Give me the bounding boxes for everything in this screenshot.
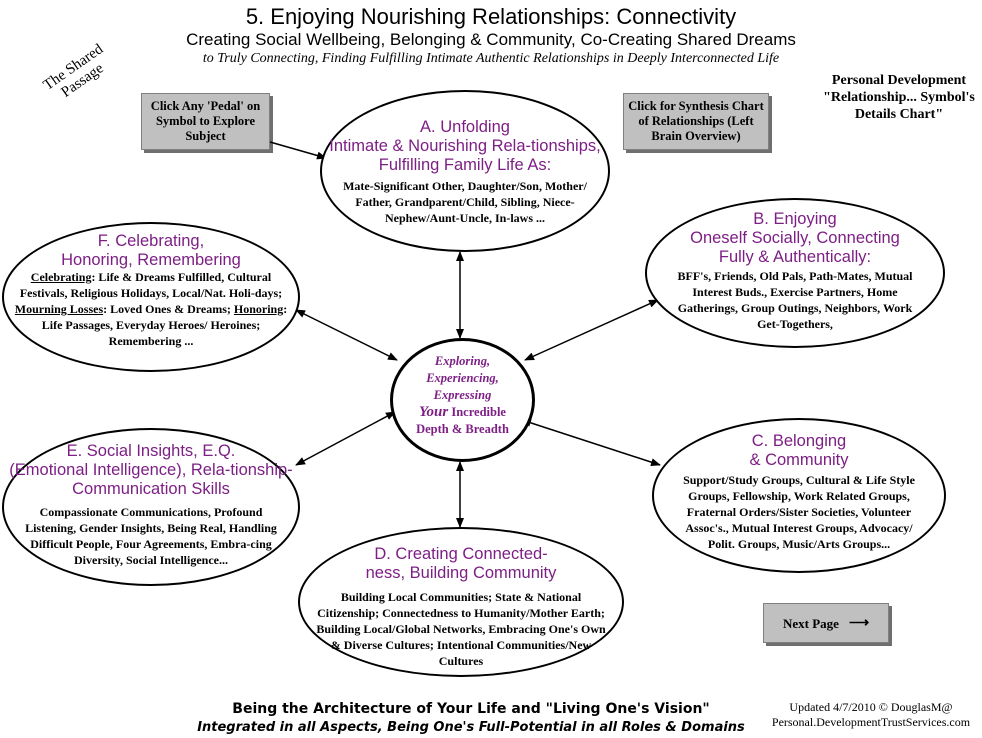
hub-incredible: Incredible — [451, 405, 506, 419]
petal-a-heading: A. Unfolding Intimate & Nourishing Rela-… — [329, 118, 601, 174]
hub-line-your: Your Incredible — [393, 404, 532, 421]
arrow-hub-b — [524, 299, 659, 361]
petal-b-heading: B. Enjoying Oneself Socially, Connecting… — [690, 210, 900, 266]
hub-line-experiencing: Experiencing, — [426, 371, 499, 385]
honoring-label: Honoring — [233, 302, 284, 316]
hub-line-depth: Depth & Breadth — [416, 422, 509, 436]
petal-c-heading: C. Belonging & Community — [749, 432, 849, 469]
page-subtitle: Creating Social Wellbeing, Belonging & C… — [186, 30, 796, 49]
synthesis-chart-button[interactable]: Click for Synthesis Chart of Relationshi… — [623, 93, 769, 150]
petal-e-heading: E. Social Insights, E.Q. (Emotional Inte… — [9, 442, 293, 498]
petal-f-heading: F. Celebrating, Honoring, Remembering — [61, 232, 241, 269]
petal-e-social-insights[interactable]: E. Social Insights, E.Q. (Emotional Inte… — [2, 428, 300, 586]
petal-d-heading: D. Creating Connected- ness, Building Co… — [365, 545, 557, 582]
page-tagline: to Truly Connecting, Finding Fulfilling … — [202, 51, 780, 66]
page-title: 5. Enjoying Nourishing Relationships: Co… — [245, 4, 737, 29]
petal-c-belonging[interactable]: C. Belonging & Community Support/Study G… — [652, 418, 946, 573]
petal-e-body: Compassionate Communications, Profound L… — [25, 505, 277, 567]
mourning-text: : Loved Ones & Dreams; — [103, 302, 231, 316]
arrow-hub-e — [295, 411, 396, 466]
petal-a-unfolding[interactable]: A. Unfolding Intimate & Nourishing Rela-… — [320, 90, 610, 252]
arrow-right-icon: ⟶ — [848, 615, 870, 631]
mourning-label: Mourning Losses — [14, 302, 104, 316]
honoring-text: : Life Passages, Everyday Heroes/ Heroin… — [41, 302, 288, 348]
next-page-button[interactable]: Next Page ⟶ — [763, 603, 889, 643]
explore-subject-button[interactable]: Click Any 'Pedal' on Symbol to Explore S… — [141, 93, 270, 150]
personal-development-note: Personal Development "Relationship... Sy… — [823, 73, 975, 122]
petal-c-body: Support/Study Groups, Cultural & Life St… — [683, 473, 915, 551]
arrow-hub-f — [295, 309, 398, 361]
hub-circle[interactable]: Exploring, Experiencing, Expressing Your… — [390, 338, 535, 462]
petal-d-creating[interactable]: D. Creating Connected- ness, Building Co… — [298, 527, 624, 677]
hub-line-exploring: Exploring, — [434, 354, 491, 368]
arrow-hub-c — [521, 418, 661, 467]
hub-line-expressing: Expressing — [433, 388, 492, 402]
petal-a-body: Mate-Significant Other, Daughter/Son, Mo… — [343, 179, 587, 225]
celebrating-label: Celebrating — [30, 270, 92, 284]
footer-architecture: Being the Architecture of Your Life and … — [232, 701, 710, 717]
hub-your: Your — [419, 404, 449, 420]
petal-f-celebrating[interactable]: F. Celebrating, Honoring, Remembering Ce… — [2, 222, 300, 372]
celebrating-text: : Life & Dreams Fulfilled, Cultural Fest… — [19, 270, 283, 300]
petal-b-body: BFF's, Friends, Old Pals, Path-Mates, Mu… — [677, 269, 913, 331]
petal-d-body: Building Local Communities; State & Nati… — [316, 590, 606, 668]
footer-integrated: Integrated in all Aspects, Being One's F… — [197, 720, 745, 735]
updated-note: Updated 4/7/2010 © DouglasM@ Personal.De… — [771, 700, 971, 729]
petal-b-enjoying[interactable]: B. Enjoying Oneself Socially, Connecting… — [645, 198, 945, 348]
petal-f-body: Celebrating: Life & Dreams Fulfilled, Cu… — [12, 269, 290, 349]
next-page-label: Next Page — [782, 615, 839, 631]
arrow-explore-to-a — [269, 141, 327, 160]
